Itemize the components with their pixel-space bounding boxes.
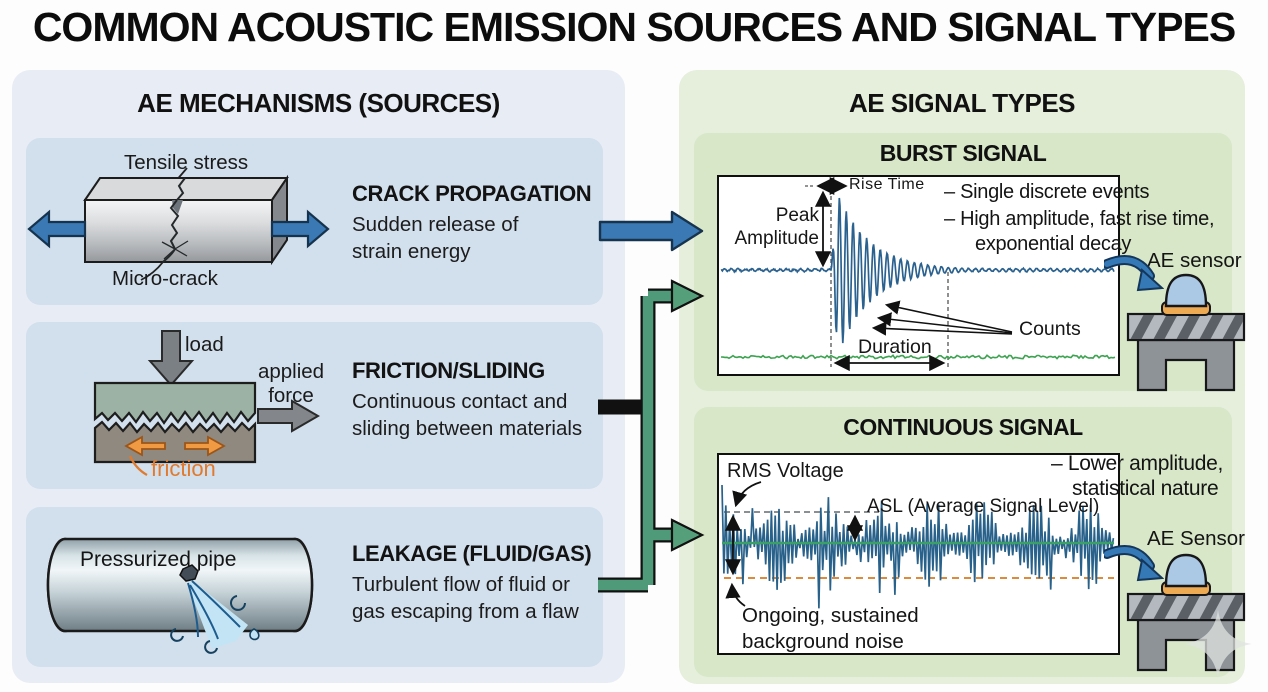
counts-label: Counts bbox=[1019, 318, 1081, 340]
leakage-desc-line2: gas escaping from a flaw bbox=[352, 599, 579, 623]
crack-front bbox=[162, 199, 180, 263]
crack-illustration bbox=[27, 167, 330, 281]
rise-time-label: Rise Time bbox=[849, 176, 925, 193]
leak-hole bbox=[179, 564, 199, 582]
mechanisms-header: AE MECHANISMS (SOURCES) bbox=[137, 88, 500, 118]
bar-top-face bbox=[83, 177, 289, 201]
counts-arrow-2 bbox=[876, 312, 1013, 334]
leakage-heading: LEAKAGE (FLUID/GAS) bbox=[352, 541, 592, 566]
burst-title: BURST SIGNAL bbox=[879, 140, 1047, 166]
counts-arrow-3 bbox=[871, 321, 1013, 336]
crack-heading: CRACK PROPAGATION bbox=[352, 181, 592, 206]
crack-text-block: CRACK PROPAGATION Sudden release of stra… bbox=[352, 181, 597, 265]
friction-pointer-line bbox=[128, 455, 148, 476]
sensor-arrow-burst bbox=[1104, 255, 1164, 292]
friction-desc-line1: Continuous contact and bbox=[352, 390, 568, 413]
ae-sensor-icon-burst bbox=[1126, 273, 1246, 392]
asl-label: ASL (Average Signal Level) bbox=[867, 496, 1100, 517]
continuous-bullet-1b: statistical nature bbox=[1072, 477, 1219, 500]
background-noise-label: Ongoing, sustained background noise bbox=[742, 603, 919, 655]
friction-top-block bbox=[93, 381, 257, 425]
signals-header: AE SIGNAL TYPES bbox=[848, 88, 1076, 118]
rms-pointer-arrow bbox=[732, 481, 762, 508]
continuous-title: CONTINUOUS SIGNAL bbox=[843, 414, 1083, 440]
crack-top bbox=[176, 177, 186, 201]
friction-illustration bbox=[93, 330, 321, 476]
friction-desc-line2: sliding between materials bbox=[352, 416, 583, 440]
noise-label-line2: background noise bbox=[742, 630, 904, 653]
burst-bullet-1: – Single discrete events bbox=[944, 181, 1150, 203]
load-arrow-icon bbox=[147, 330, 195, 387]
friction-heading: FRICTION/SLIDING bbox=[352, 358, 545, 383]
mount-structure bbox=[1136, 338, 1236, 392]
sensor-arrow-continuous bbox=[1104, 545, 1164, 582]
leakage-desc-line1: Turbulent flow of fluid or bbox=[352, 573, 571, 596]
sensor-dome bbox=[1164, 273, 1208, 308]
micro-crack-label: Micro-crack bbox=[112, 267, 218, 290]
tensile-arrow-left-icon bbox=[27, 209, 87, 249]
rms-voltage-label: RMS Voltage bbox=[727, 460, 844, 482]
burst-wave-trace bbox=[720, 197, 1115, 344]
burst-plot-box bbox=[717, 175, 1120, 376]
continuous-bullet-1: – Lower amplitude, bbox=[1051, 452, 1224, 475]
counts-arrow-1 bbox=[884, 300, 1013, 333]
continuous-plot-box bbox=[717, 453, 1120, 655]
leak-curls bbox=[170, 595, 246, 654]
crack-desc-line1: Sudden release of bbox=[352, 213, 519, 236]
friction-label: friction bbox=[151, 456, 216, 481]
friction-arrow-left-icon bbox=[124, 435, 166, 457]
leak-streaks bbox=[187, 580, 241, 640]
tensile-stress-label: Tensile stress bbox=[124, 151, 249, 174]
crack-star bbox=[161, 240, 189, 260]
ae-sensor-label-continuous: AE Sensor bbox=[1147, 527, 1245, 550]
applied-force-arrow-icon bbox=[257, 399, 321, 433]
peak-amplitude-label: Peak Amplitude bbox=[734, 205, 820, 249]
noise-pointer-arrow bbox=[725, 582, 746, 607]
load-label: load bbox=[185, 333, 224, 356]
burst-plot bbox=[720, 177, 1116, 372]
microcrack-pointer-line bbox=[140, 261, 164, 281]
plate-hatching bbox=[1130, 315, 1243, 339]
ae-sensor-label-burst: AE sensor bbox=[1147, 249, 1242, 272]
sparkle-watermark-icon bbox=[1184, 610, 1252, 678]
applied-force-label: applied force bbox=[257, 360, 325, 407]
leakage-text-block: LEAKAGE (FLUID/GAS) Turbulent flow of fl… bbox=[352, 541, 602, 625]
sensor-dome bbox=[1164, 553, 1208, 588]
friction-text-block: FRICTION/SLIDING Continuous contact and … bbox=[352, 358, 602, 442]
friction-arrow-right-icon bbox=[184, 435, 226, 457]
noise-label-line1: Ongoing, sustained bbox=[742, 604, 919, 627]
leakage-illustration bbox=[46, 537, 314, 654]
tensile-arrow-right-icon bbox=[270, 209, 330, 249]
pipe-body bbox=[46, 537, 314, 633]
pressurized-pipe-label: Pressurized pipe bbox=[80, 548, 237, 571]
continuous-plot bbox=[721, 481, 1115, 609]
leak-spray bbox=[188, 579, 248, 649]
page-title: COMMON ACOUSTIC EMISSION SOURCES AND SIG… bbox=[32, 4, 1236, 50]
burst-bullet-2: – High amplitude, fast rise time, bbox=[944, 208, 1215, 230]
continuous-wave-trace bbox=[721, 484, 1115, 609]
duration-label: Duration bbox=[858, 336, 932, 358]
plate-hatching bbox=[1130, 595, 1243, 619]
leak-droplet bbox=[249, 628, 260, 641]
burst-bullet-2b: exponential decay bbox=[975, 233, 1132, 255]
crack-desc-line2: strain energy bbox=[352, 239, 471, 263]
